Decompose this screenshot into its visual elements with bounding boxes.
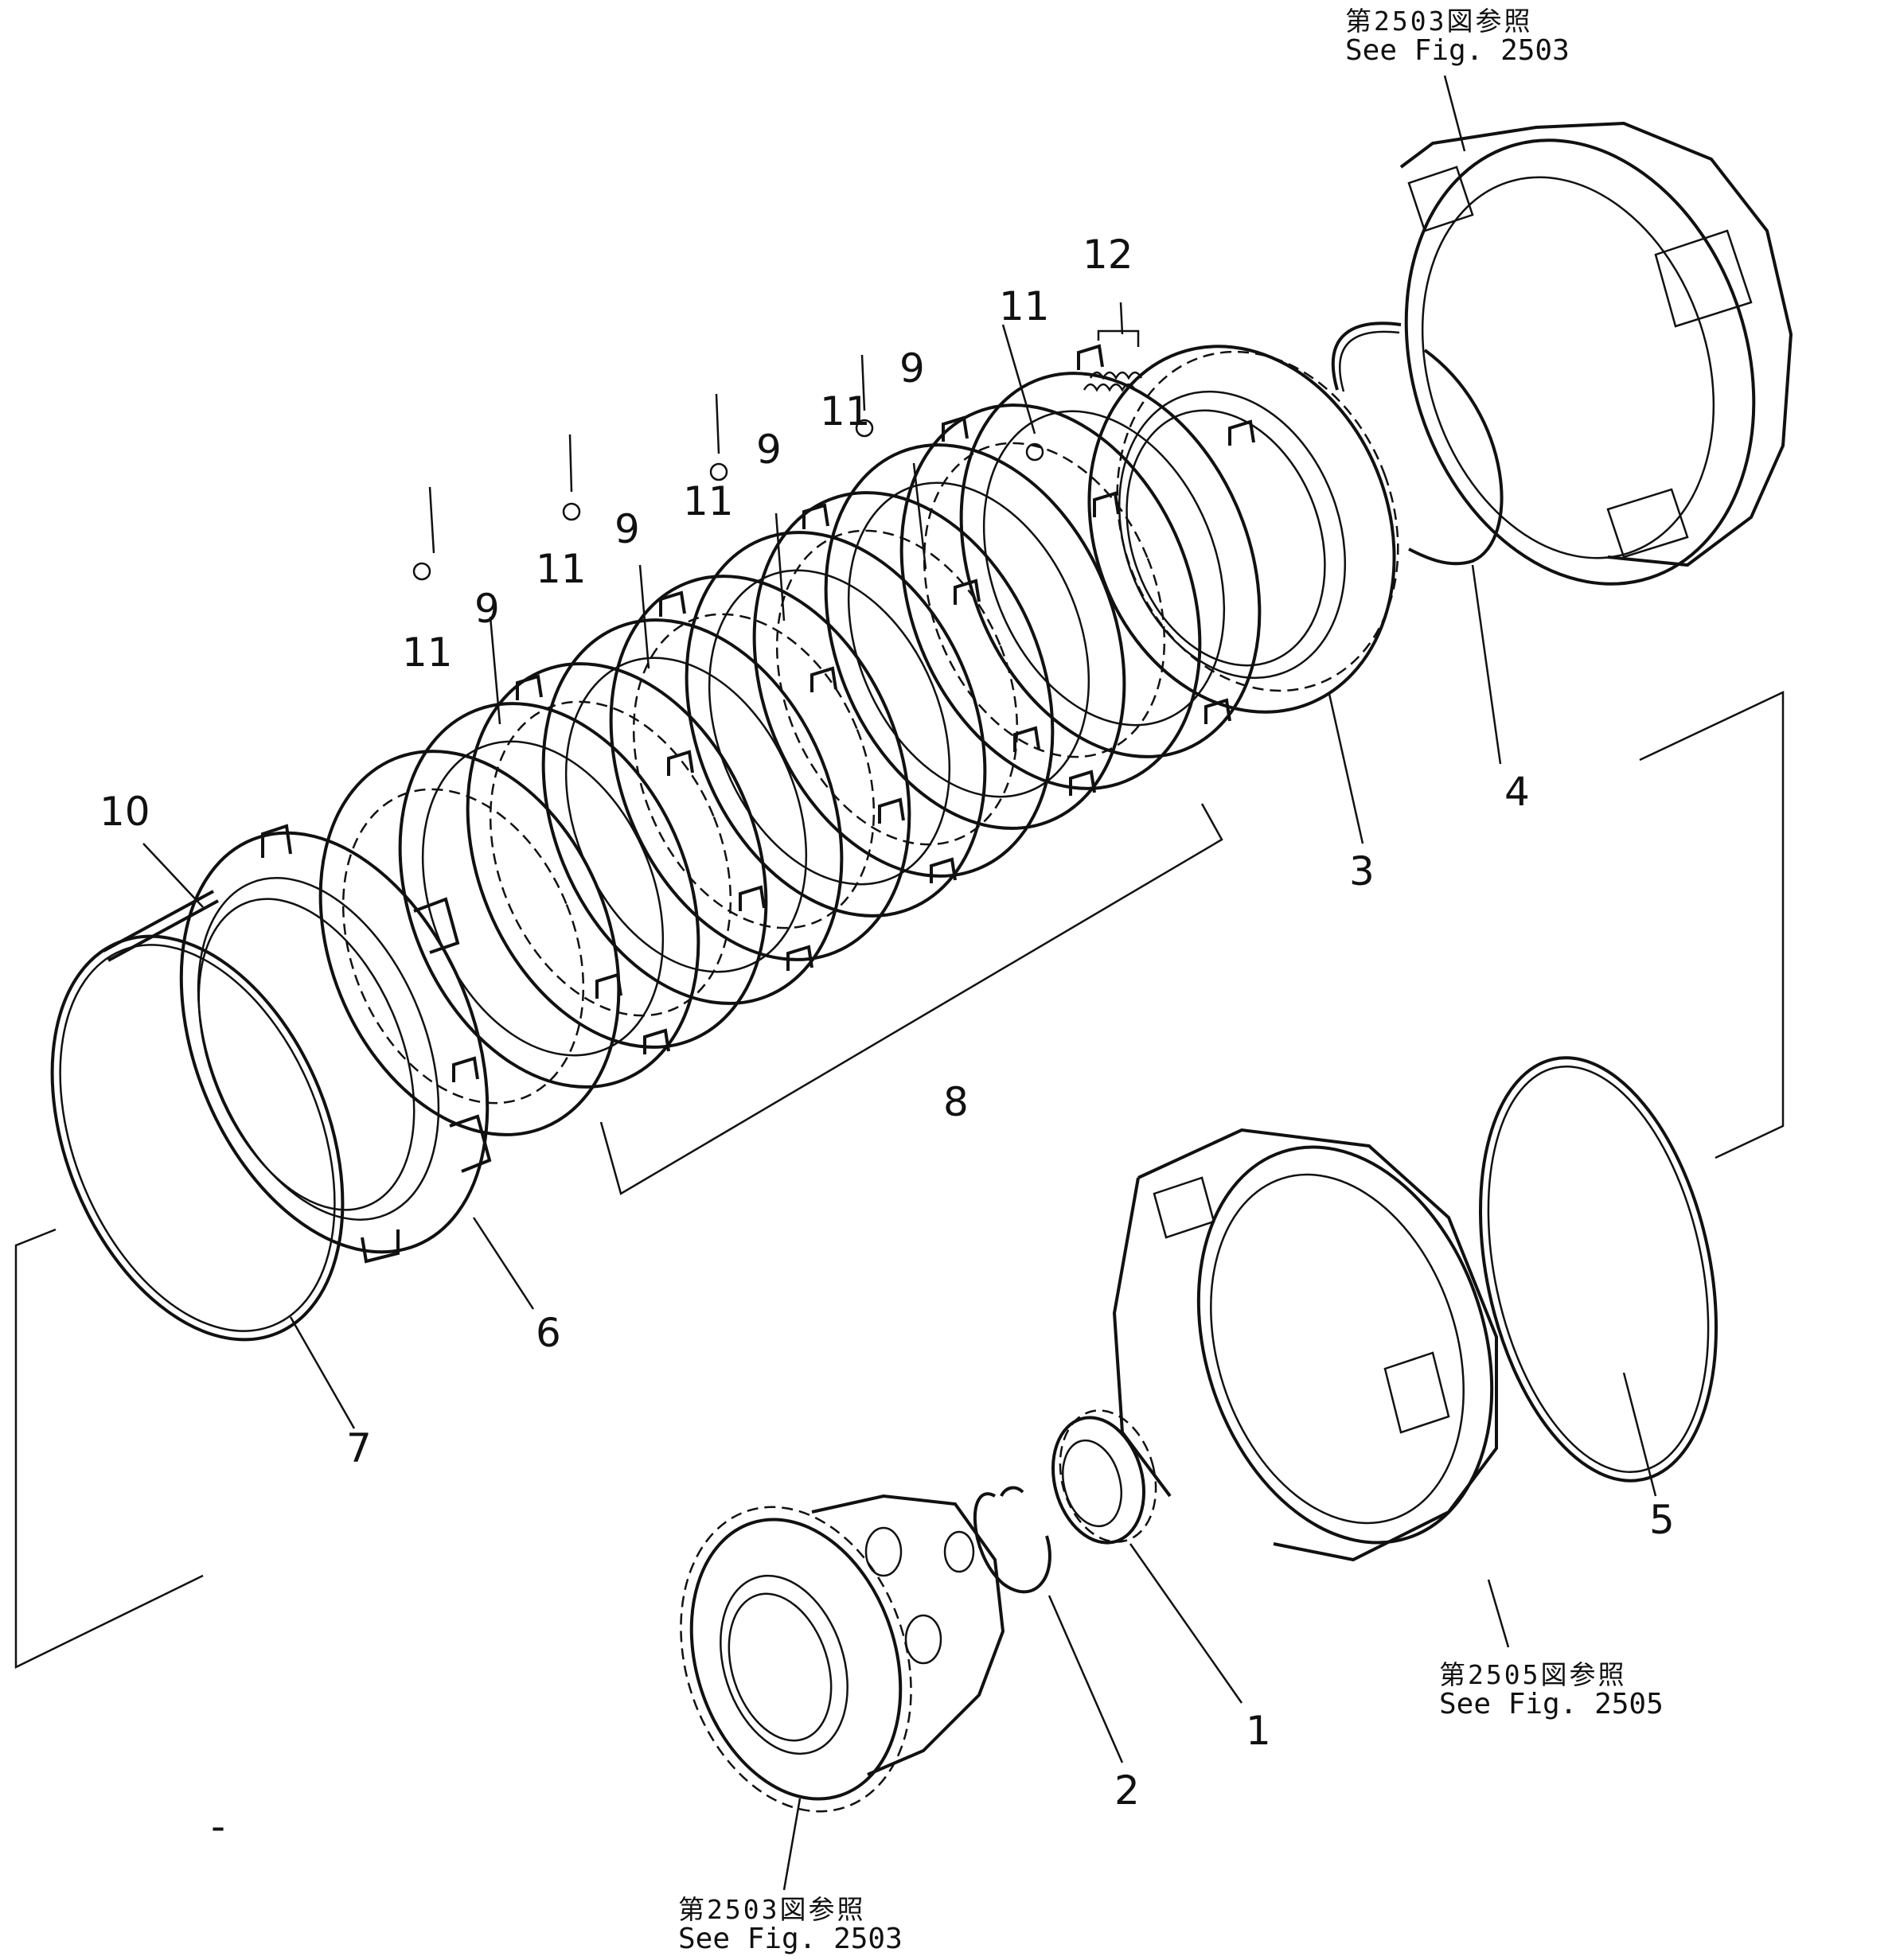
part-11-snap-ring [412,562,431,581]
part-2-small-snap-ring [973,1486,1051,1594]
part-4-snap-ring [1331,321,1504,566]
friction-disc [318,750,621,1136]
part-11-snap-ring [855,419,874,438]
part-3-hub-ring [1087,345,1399,714]
callout-1: 1 [1246,1708,1271,1754]
callout-9: 9 [614,506,640,552]
callout-9: 9 [756,427,782,473]
reference-top-en: See Fig. 2503 [1345,33,1570,67]
reference-bottom-jp: 第2503図参照 [678,1894,866,1925]
top-housing [1399,121,1793,586]
friction-disc [899,403,1202,790]
callout-9: 9 [474,586,500,632]
callout-10: 10 [99,789,150,835]
part-5-o-ring [1478,1056,1718,1483]
clutch-plate [824,415,1126,830]
part-12-springs [1083,329,1143,392]
friction-disc [609,575,911,961]
part-11-snap-ring [709,462,728,481]
reference-right-jp: 第2505図参照 [1439,1659,1627,1690]
callout-4: 4 [1504,769,1530,815]
reference-right-en: See Fig. 2505 [1439,1687,1664,1720]
callout-11: 11 [999,283,1050,329]
part-6-end-plate [179,824,492,1264]
callout-6: 6 [536,1310,561,1356]
friction-disc [752,491,1055,878]
part-11-snap-ring [562,502,581,521]
part-11-snap-ring [1025,442,1044,462]
leader-lines [14,75,1785,1891]
callout-11: 11 [402,629,453,676]
right-housing [1112,1128,1498,1562]
callout-9: 9 [899,345,925,392]
part-1-gear [1051,1409,1157,1545]
callout-3: 3 [1349,848,1375,894]
callout-5: 5 [1649,1497,1675,1543]
reference-note-top: 第2503図参照 See Fig. 2503 [1345,6,1570,67]
friction-disc [466,662,768,1049]
callout-12: 12 [1083,232,1133,278]
callout-11: 11 [683,478,734,524]
reference-note-bottom: 第2503図参照 See Fig. 2503 [678,1896,903,1954]
reference-bottom-en: See Fig. 2503 [678,1922,903,1955]
reference-top-jp: 第2503図参照 [1345,6,1533,37]
clutch-plate [541,590,844,1005]
callout-11: 11 [820,388,871,434]
callout-2: 2 [1114,1767,1140,1814]
stray-mark: - [211,1803,226,1849]
callout-11: 11 [536,546,587,592]
clutch-plate [959,344,1262,758]
callout-8: 8 [943,1079,969,1125]
bottom-carrier [680,1494,1005,1813]
clutch-disc-stack [318,344,1262,1136]
callout-7: 7 [346,1425,372,1471]
reference-note-right: 第2505図参照 See Fig. 2505 [1439,1659,1664,1720]
